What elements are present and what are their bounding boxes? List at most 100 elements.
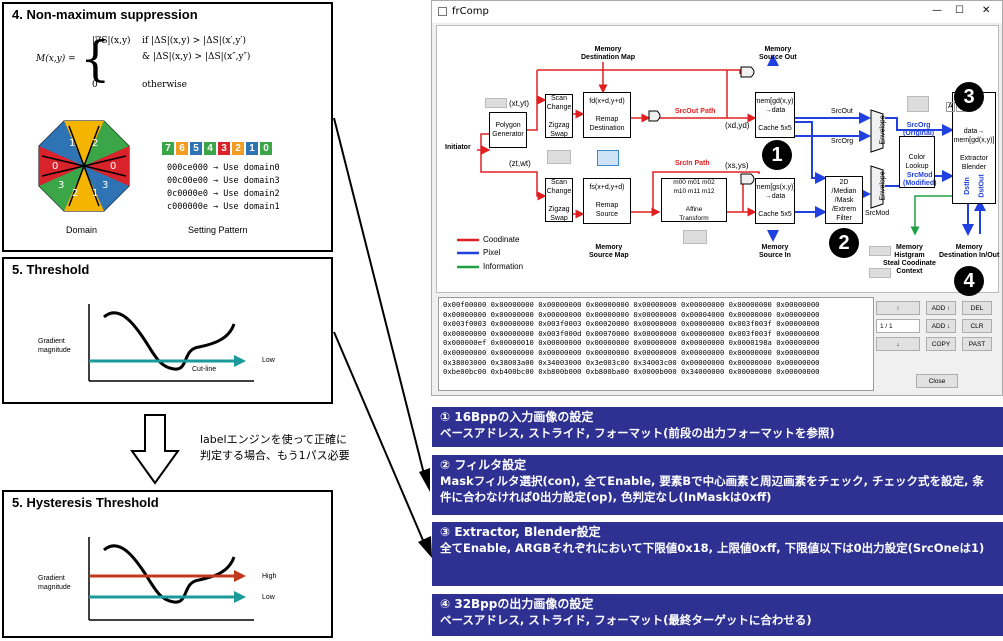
mem-row: 0x00000000 0x00000000 0x003f000d 0x00070… bbox=[443, 328, 820, 338]
mem-row: 0x00000000 0x00000000 0x00000000 0x00000… bbox=[443, 347, 820, 357]
zt-label: (zt,wt) bbox=[509, 159, 531, 168]
preview-thumb bbox=[485, 98, 507, 108]
close-button[interactable]: Close bbox=[916, 374, 958, 388]
octagon-label: 3 bbox=[102, 180, 108, 191]
add-up-button[interactable]: ADD ↑ bbox=[926, 301, 956, 315]
badge-3: 3 bbox=[954, 82, 984, 112]
maximize-button[interactable]: ☐ bbox=[955, 5, 964, 16]
remap-source-box[interactable]: fs(x+d,y+d) Remap Source bbox=[583, 178, 631, 224]
color-lookup-box[interactable]: Color Lookup bbox=[899, 136, 935, 188]
dstin-label: DstIn bbox=[963, 177, 971, 195]
arrow-note-line1: labelエンジンを使って正確に bbox=[200, 433, 348, 446]
pattern-bit: 1 bbox=[246, 142, 258, 155]
polygon-generator-box[interactable]: Polygon Generator bbox=[489, 112, 527, 148]
minimize-button[interactable]: — bbox=[932, 5, 942, 16]
formula-lhs: M(x,y) = bbox=[36, 54, 76, 64]
badge-4: 4 bbox=[954, 266, 984, 296]
add-down-button[interactable]: ADD ↓ bbox=[926, 319, 956, 333]
window-title: frComp bbox=[452, 6, 489, 17]
xd-label: (xd,yd) bbox=[725, 121, 750, 130]
octagon-label: 2 bbox=[72, 188, 78, 199]
srcorg-original-label: SrcOrg (Original) bbox=[903, 122, 935, 137]
pattern-rule: 00c00e00 → Use domain3 bbox=[167, 176, 280, 186]
del-button[interactable]: DEL bbox=[962, 301, 992, 315]
threshold-low-label: Low bbox=[262, 357, 275, 364]
arrow-note: labelエンジンを使って正確に 判定する場合、もう1パス必要 bbox=[200, 432, 350, 464]
pipeline-wires bbox=[457, 54, 986, 269]
scroll-down-button[interactable]: ↓ bbox=[876, 337, 920, 351]
hysteresis-ylabel: Gradient magnitude bbox=[38, 575, 71, 591]
nms-formula: M(x,y) = { |∇S|(x,y) if |ΔS|(x,y) > |ΔS|… bbox=[36, 34, 326, 96]
arrow-note-line2: 判定する場合、もう1パス必要 bbox=[200, 449, 350, 462]
domain-octagon: 1 2 0 0 3 3 2 1 bbox=[38, 120, 130, 212]
cut-line-label: Cut-line bbox=[192, 366, 217, 373]
formula-case1-cond: if |ΔS|(x,y) > |ΔS|(x′,y′) bbox=[142, 36, 246, 46]
nms-title: 4. Non-maximum suppression bbox=[12, 7, 198, 22]
note-2-body: Maskフィルタ選択(con), 全てEnable, 要素Bで中心画素と周辺画素… bbox=[440, 474, 984, 504]
threshold-panel: 5. Threshold Gradient magnitude Cut-line… bbox=[2, 257, 333, 404]
nms-panel: 4. Non-maximum suppression M(x,y) = { |∇… bbox=[2, 2, 333, 252]
past-button[interactable]: PAST bbox=[962, 337, 992, 351]
note-1-body: ベースアドレス, ストライド, フォーマット(前段の出力フォーマットを参照) bbox=[440, 426, 835, 440]
pattern-rule: c000000e → Use domain1 bbox=[167, 202, 280, 212]
srcout-label: SrcOut bbox=[831, 108, 853, 115]
xt-label: (xt,yt) bbox=[509, 99, 529, 108]
note-3-title: ③ Extractor, Blender設定 bbox=[440, 525, 601, 539]
mem-row: 0x003f0003 0x00000000 0x003f0003 0x00020… bbox=[443, 319, 820, 329]
setting-pattern: 7 6 5 4 3 2 1 0 bbox=[162, 142, 274, 155]
formula-case3-val: 0 bbox=[92, 80, 98, 90]
clr-button[interactable]: CLR bbox=[962, 319, 992, 333]
title-bar: frComp — ☐ ✕ bbox=[432, 1, 1002, 23]
mem-dest-map-label: Memory Destination Map bbox=[581, 46, 636, 61]
copy-button[interactable]: COPY bbox=[926, 337, 956, 351]
mem-src-in-label: Memory Source In bbox=[759, 244, 791, 259]
preview-thumb bbox=[907, 96, 929, 112]
pattern-rule: 0c0000e0 → Use domain2 bbox=[167, 189, 280, 199]
cache-bottom-box[interactable]: mem[gs(x,y)] →data Cache 5x5 bbox=[755, 178, 795, 224]
envelope-label-2: Envelope bbox=[879, 171, 887, 201]
setting-caption: Setting Pattern bbox=[188, 225, 248, 235]
note-4-title: ④ 32Bppの出力画像の設定 bbox=[440, 597, 594, 611]
mem-histgram-label: Memory Histgram Steal Coodinate Context bbox=[883, 244, 936, 275]
pattern-bit: 2 bbox=[232, 142, 244, 155]
octagon-label: 1 bbox=[92, 188, 98, 199]
scan-change-bottom-box[interactable]: Scan Change Zigzag Swap bbox=[545, 178, 573, 222]
note-3: ③ Extractor, Blender設定 全てEnable, ARGBそれぞ… bbox=[432, 522, 1003, 586]
frcomp-window: frComp — ☐ ✕ bbox=[431, 0, 1003, 396]
mem-src-out-label: Memory Source Out bbox=[759, 46, 797, 61]
cache-top-box[interactable]: mem[gd(x,y)] →data Cache 5x5 bbox=[755, 92, 795, 138]
page-indicator[interactable]: 1 / 1 bbox=[876, 319, 920, 333]
note-2: ② フィルタ設定 Maskフィルタ選択(con), 全てEnable, 要素Bで… bbox=[432, 455, 1003, 515]
threshold-title: 5. Threshold bbox=[12, 262, 90, 277]
badge-2: 2 bbox=[829, 228, 859, 258]
octagon-label: 2 bbox=[92, 138, 98, 149]
formula-case3-cond: otherwise bbox=[142, 80, 187, 90]
octagon-label: 3 bbox=[58, 180, 64, 191]
octagon-label: 1 bbox=[69, 138, 75, 149]
note-1-title: ① 16Bppの入力画像の設定 bbox=[440, 410, 594, 424]
mem-row: 0x000000ef 0x00000010 0x00000000 0x00000… bbox=[443, 338, 820, 348]
srcmod-modified-label: SrcMod (Modified) bbox=[903, 172, 937, 187]
memory-dump[interactable]: 0x00f00000 0x00000000 0x00000000 0x00000… bbox=[438, 297, 874, 391]
mem-row: 0x00f00000 0x00000000 0x00000000 0x00000… bbox=[443, 300, 820, 309]
srcmod-label: SrcMod bbox=[865, 210, 890, 217]
mem-src-map-label: Memory Source Map bbox=[589, 244, 629, 259]
scan-change-top-box[interactable]: Scan Change Zigzag Swap bbox=[545, 94, 573, 138]
close-window-button[interactable]: ✕ bbox=[982, 5, 991, 16]
down-arrow-icon bbox=[130, 414, 180, 485]
envelope-label-1: Envelope bbox=[879, 115, 887, 145]
remap-destination-box[interactable]: fd(x+d,y+d) Remap Destination bbox=[583, 92, 631, 138]
preview-thumb bbox=[683, 230, 707, 244]
domain-caption: Domain bbox=[66, 225, 98, 235]
affine-transform-box[interactable]: m00 m01 m02 m10 m11 m12 Affine Transform bbox=[661, 178, 727, 222]
pattern-bit: 3 bbox=[218, 142, 230, 155]
note-2-title: ② フィルタ設定 bbox=[440, 458, 527, 472]
legend-information: Information bbox=[483, 262, 524, 271]
formula-case1-val: |∇S|(x,y) bbox=[92, 36, 131, 46]
octagon-label: 0 bbox=[110, 161, 116, 172]
note-1: ① 16Bppの入力画像の設定 ベースアドレス, ストライド, フォーマット(前… bbox=[432, 407, 1003, 447]
filter-box[interactable]: 2D /Median /Mask /Extrem Filter bbox=[825, 176, 863, 224]
hysteresis-title: 5. Hysteresis Threshold bbox=[12, 495, 159, 510]
mem-row: 0xbe00bc00 0xb400bc00 0xb800b000 0xb800b… bbox=[443, 367, 820, 377]
scroll-up-button[interactable]: ↑ bbox=[876, 301, 920, 315]
